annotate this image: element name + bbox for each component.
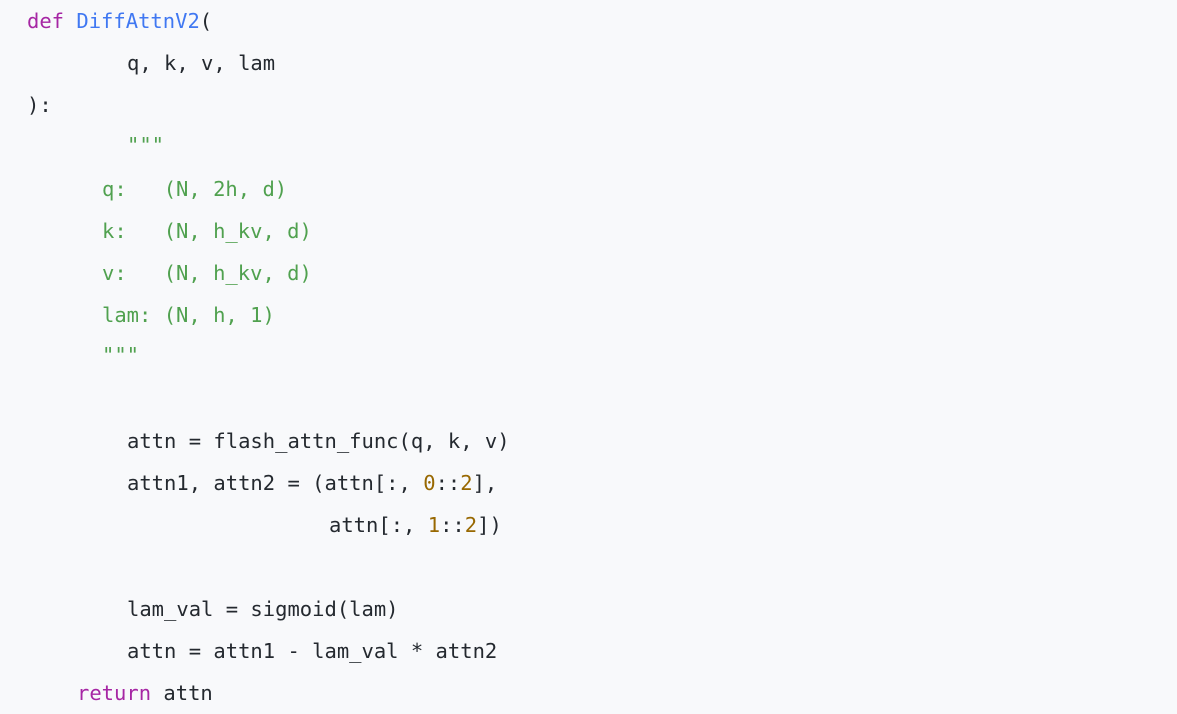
code-line-attn-split-cont: attn[:, 1::2]) xyxy=(329,504,502,546)
code-text: ]) xyxy=(477,513,502,537)
keyword-return: return xyxy=(77,681,152,705)
docstring-line-lam: lam: (N, h, 1) xyxy=(102,303,275,327)
docstring-line-q: q: (N, 2h, d) xyxy=(102,177,288,201)
number-literal: 1 xyxy=(427,513,441,537)
function-name: DiffAttnV2 xyxy=(76,9,200,33)
number-literal: 2 xyxy=(460,471,473,495)
return-value: attn xyxy=(151,681,213,705)
code-text: attn[:, xyxy=(329,513,428,537)
number-literal: 0 xyxy=(423,471,436,495)
code-line-params: q, k, v, lam xyxy=(127,51,276,75)
code-line-attn: attn = flash_attn_func(q, k, v) xyxy=(127,429,510,453)
docstring-close: """ xyxy=(102,343,140,367)
keyword-def: def xyxy=(27,9,65,33)
code-text: :: xyxy=(440,513,465,537)
code-line-lam-val: lam_val = sigmoid(lam) xyxy=(127,597,399,621)
code-line-def: def DiffAttnV2( xyxy=(27,0,212,42)
code-line-close-paren: ): xyxy=(27,93,52,117)
code-line-return: return attn xyxy=(77,672,213,714)
open-paren: ( xyxy=(199,9,213,33)
code-text: :: xyxy=(435,471,461,495)
docstring-line-v: v: (N, h_kv, d) xyxy=(102,261,312,285)
code-text: attn1, attn2 = (attn[:, xyxy=(127,471,424,495)
docstring-line-k: k: (N, h_kv, d) xyxy=(102,219,312,243)
number-literal: 2 xyxy=(464,513,478,537)
code-line-attn-split: attn1, attn2 = (attn[:, 0::2], xyxy=(127,462,497,504)
docstring-open: """ xyxy=(127,133,165,157)
code-line-attn-diff: attn = attn1 - lam_val * attn2 xyxy=(127,639,498,663)
code-text: ], xyxy=(472,471,498,495)
